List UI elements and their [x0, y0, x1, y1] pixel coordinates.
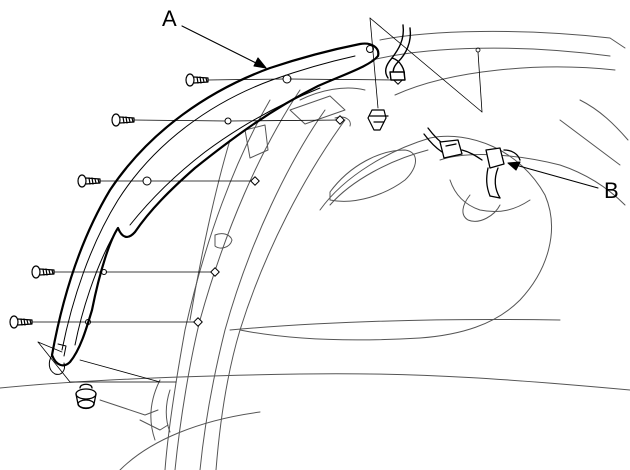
trim-panel-a-inner	[48, 45, 374, 375]
push-clip-icon	[367, 109, 389, 131]
callout-a-label: A	[162, 6, 177, 31]
screw-leader-lines	[31, 78, 399, 323]
screw-icon	[77, 174, 101, 188]
wire-harness	[384, 24, 412, 81]
clip-leader-lines	[369, 17, 483, 113]
screw-icon	[31, 265, 55, 279]
grommet-icon	[75, 383, 97, 410]
callout-b-label: B	[604, 178, 619, 203]
grommet-leader-lines	[37, 341, 177, 383]
callout-a-leader	[181, 25, 267, 69]
screw-icon	[9, 315, 33, 329]
connector-icon	[423, 127, 521, 199]
trim-panel-a	[50, 42, 380, 367]
trunk-lid-panel	[0, 30, 630, 470]
screw-icon	[111, 113, 135, 127]
screw-icon	[185, 73, 209, 87]
callout-b-leader	[507, 161, 599, 189]
